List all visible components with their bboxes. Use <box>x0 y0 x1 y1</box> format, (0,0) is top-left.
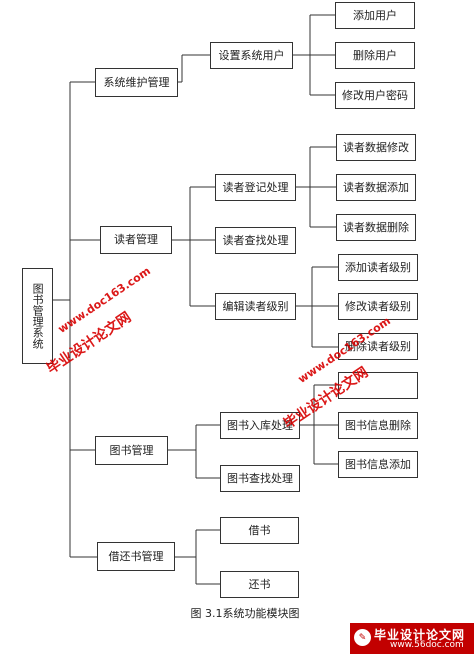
node-system-maintenance: 系统维护管理 <box>95 68 178 97</box>
root-node: 图书管理系统 <box>22 268 53 364</box>
node-delete-reader-level: 删除读者级别 <box>338 333 418 360</box>
node-reader-management: 读者管理 <box>100 226 172 254</box>
node-reader-registration: 读者登记处理 <box>215 174 296 201</box>
node-book-management: 图书管理 <box>95 436 168 465</box>
node-book-storage: 图书入库处理 <box>220 412 300 439</box>
logo-url: www.56doc.com <box>390 640 464 650</box>
node-delete-user: 删除用户 <box>335 42 415 69</box>
node-return-book: 还书 <box>220 571 299 598</box>
node-borrow-return-management: 借还书管理 <box>97 542 175 571</box>
logo-name: 毕业设计论文网 <box>374 628 466 642</box>
node-book-info-add: 图书信息添加 <box>338 451 418 478</box>
logo-mark-icon: ✎ <box>354 629 371 646</box>
node-set-system-user: 设置系统用户 <box>210 42 293 69</box>
figure-caption: 图 3.1系统功能模块图 <box>190 607 300 620</box>
node-book-search: 图书查找处理 <box>220 465 300 492</box>
node-reader-data-delete: 读者数据删除 <box>336 214 416 241</box>
node-reader-data-modify: 读者数据修改 <box>336 134 416 161</box>
node-reader-search: 读者查找处理 <box>215 227 296 254</box>
node-add-user: 添加用户 <box>335 2 415 29</box>
site-logo: ✎ 毕业设计论文网 www.56doc.com <box>350 623 474 654</box>
node-modify-reader-level: 修改读者级别 <box>338 293 418 320</box>
node-book-info-delete: 图书信息删除 <box>338 412 418 439</box>
node-edit-reader-level: 编辑读者级别 <box>215 293 296 320</box>
node-borrow-book: 借书 <box>220 517 299 544</box>
node-change-user-password: 修改用户密码 <box>335 82 415 109</box>
node-reader-data-add: 读者数据添加 <box>336 174 416 201</box>
node-empty <box>338 372 418 399</box>
node-add-reader-level: 添加读者级别 <box>338 254 418 281</box>
